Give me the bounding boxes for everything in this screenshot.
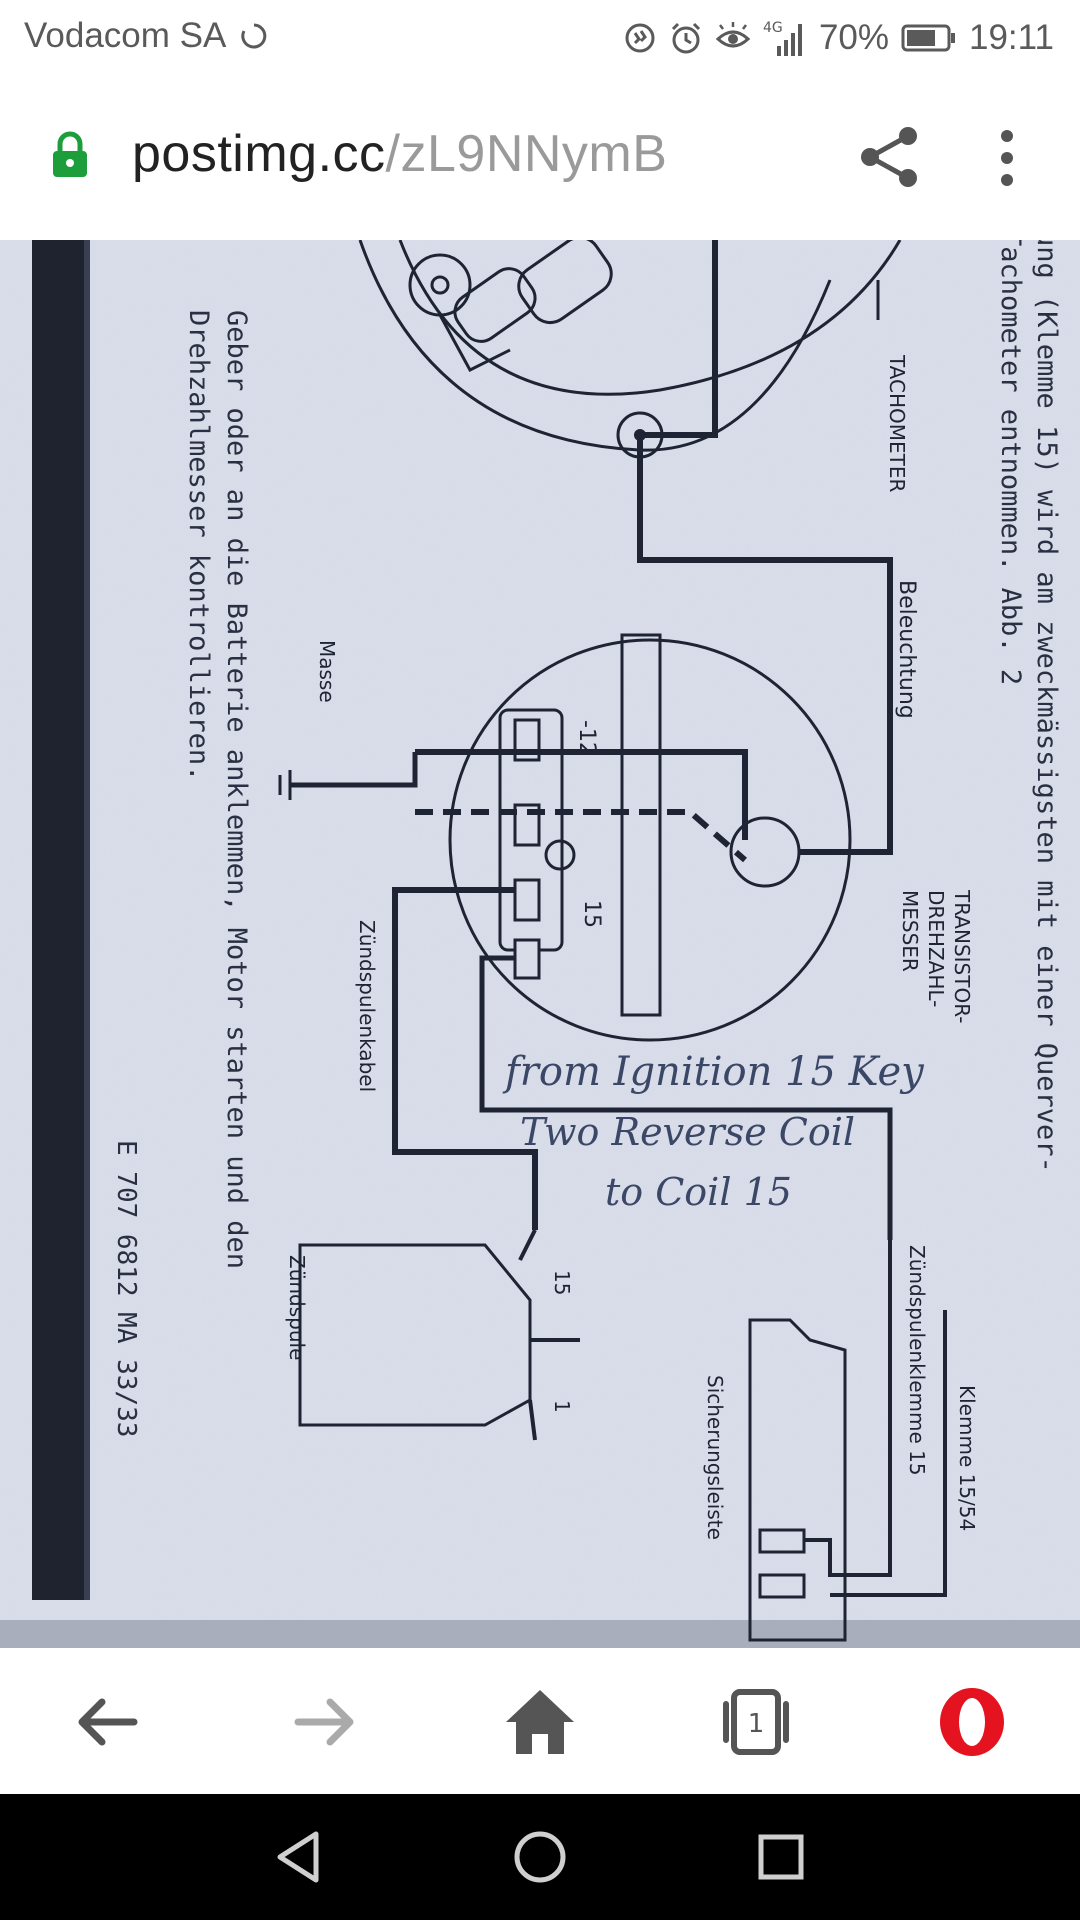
header-line-2: ung (Klemme 15) wird am zweckmässigsten … (1031, 240, 1062, 1173)
page-edge (0, 1620, 1080, 1648)
eye-comfort-icon (715, 22, 751, 48)
image-viewer[interactable]: ung (Klemme 15) wird am zweckmässigsten … (0, 240, 1080, 1648)
body-text-group: Geber oder an die Batterie anklemmen, Mo… (183, 310, 252, 1269)
forward-arrow-icon[interactable] (282, 1680, 366, 1764)
gauge-arc (398, 240, 902, 396)
tabs-icon: 1 (723, 1689, 789, 1755)
label-coil-15: 15 (550, 1270, 574, 1295)
label-messer: MESSER (898, 890, 922, 972)
handwritten-annotation: from Ignition 15 Key Two Reverse Coil to… (502, 1049, 925, 1214)
header-line-1: Tachometer entnommen. Abb. 2 (995, 240, 1026, 685)
back-arrow-icon[interactable] (66, 1680, 150, 1764)
battery-percent: 70% (818, 18, 889, 57)
url-field[interactable]: postimg.cc/zL9NNymB (132, 124, 667, 184)
wire-zuendspulenkabel (392, 887, 538, 1230)
handwritten-line-3: to Coil 15 (605, 1170, 792, 1214)
signal-4g-icon: 4G (763, 20, 802, 56)
label-drehzahl: DREHZAHL- (924, 890, 948, 1007)
address-bar: postimg.cc/zL9NNymB (0, 76, 1080, 240)
label-zuendspule: Zündspule (285, 1255, 309, 1360)
body-line-2: Drehzahlmesser kontrollieren. (183, 310, 214, 781)
label-masse: Masse (315, 640, 339, 703)
carrier-name: Vodacom SA (24, 16, 227, 55)
home-icon[interactable] (498, 1680, 582, 1764)
status-bar: Vodacom SA 4G 70% (0, 0, 1080, 76)
left-border-bar (32, 240, 84, 1600)
distributor-drawing (408, 240, 613, 372)
rev-counter-housing (448, 638, 852, 1042)
footer-reference: E 707 6812 MA 33/33 (111, 1140, 141, 1437)
network-type-label: 4G (763, 20, 783, 36)
nav-back-icon[interactable] (264, 1822, 334, 1892)
url-path: /zL9NNymB (385, 125, 668, 183)
label-klemme: Klemme 15/54 (955, 1385, 979, 1531)
handwritten-line-2: Two Reverse Coil (520, 1110, 855, 1154)
label-zuendspulenkabel: Zündspulenkabel (355, 920, 379, 1092)
nav-home-icon[interactable] (505, 1822, 575, 1892)
alarm-icon (671, 22, 700, 54)
status-indicators: 4G 70% 19:11 (623, 14, 1054, 62)
clock: 19:11 (969, 18, 1054, 57)
body-line-1: Geber oder an die Batterie anklemmen, Mo… (221, 310, 252, 1269)
opera-icon[interactable] (930, 1680, 1014, 1764)
header-text-group: ung (Klemme 15) wird am zweckmässigsten … (995, 240, 1062, 1173)
tab-count: 1 (748, 1709, 765, 1739)
label-beleuchtung: Beleuchtung (894, 580, 919, 719)
handwritten-line-1: from Ignition 15 Key (502, 1049, 925, 1095)
menu-dots-icon[interactable] (990, 126, 1024, 190)
label-terminal-15: 15 (579, 900, 604, 928)
label-transistor: TRANSISTOR- (950, 889, 974, 1024)
wire-beleuchtung (637, 435, 893, 855)
tabs-button[interactable]: 1 (714, 1680, 798, 1764)
fuse-box (748, 1318, 847, 1642)
wiring-diagram-image: ung (Klemme 15) wird am zweckmässigsten … (0, 240, 1080, 1648)
label-sicherungsleiste: Sicherungsleiste (703, 1375, 727, 1540)
label-tachometer: TACHOMETER (885, 354, 909, 492)
data-saver-icon (625, 23, 655, 53)
loading-spinner-icon (241, 23, 267, 49)
share-icon[interactable] (858, 124, 922, 190)
system-nav-bar (0, 1794, 1080, 1920)
label-coil-1: 1 (550, 1400, 574, 1413)
url-domain: postimg.cc (132, 125, 386, 183)
label-zuendspulenklemme: Zündspulenklemme 15 (905, 1245, 929, 1476)
battery-icon (901, 24, 955, 52)
nav-recents-icon[interactable] (746, 1822, 816, 1892)
lock-icon[interactable] (50, 131, 90, 179)
browser-toolbar: 1 (0, 1648, 1080, 1794)
